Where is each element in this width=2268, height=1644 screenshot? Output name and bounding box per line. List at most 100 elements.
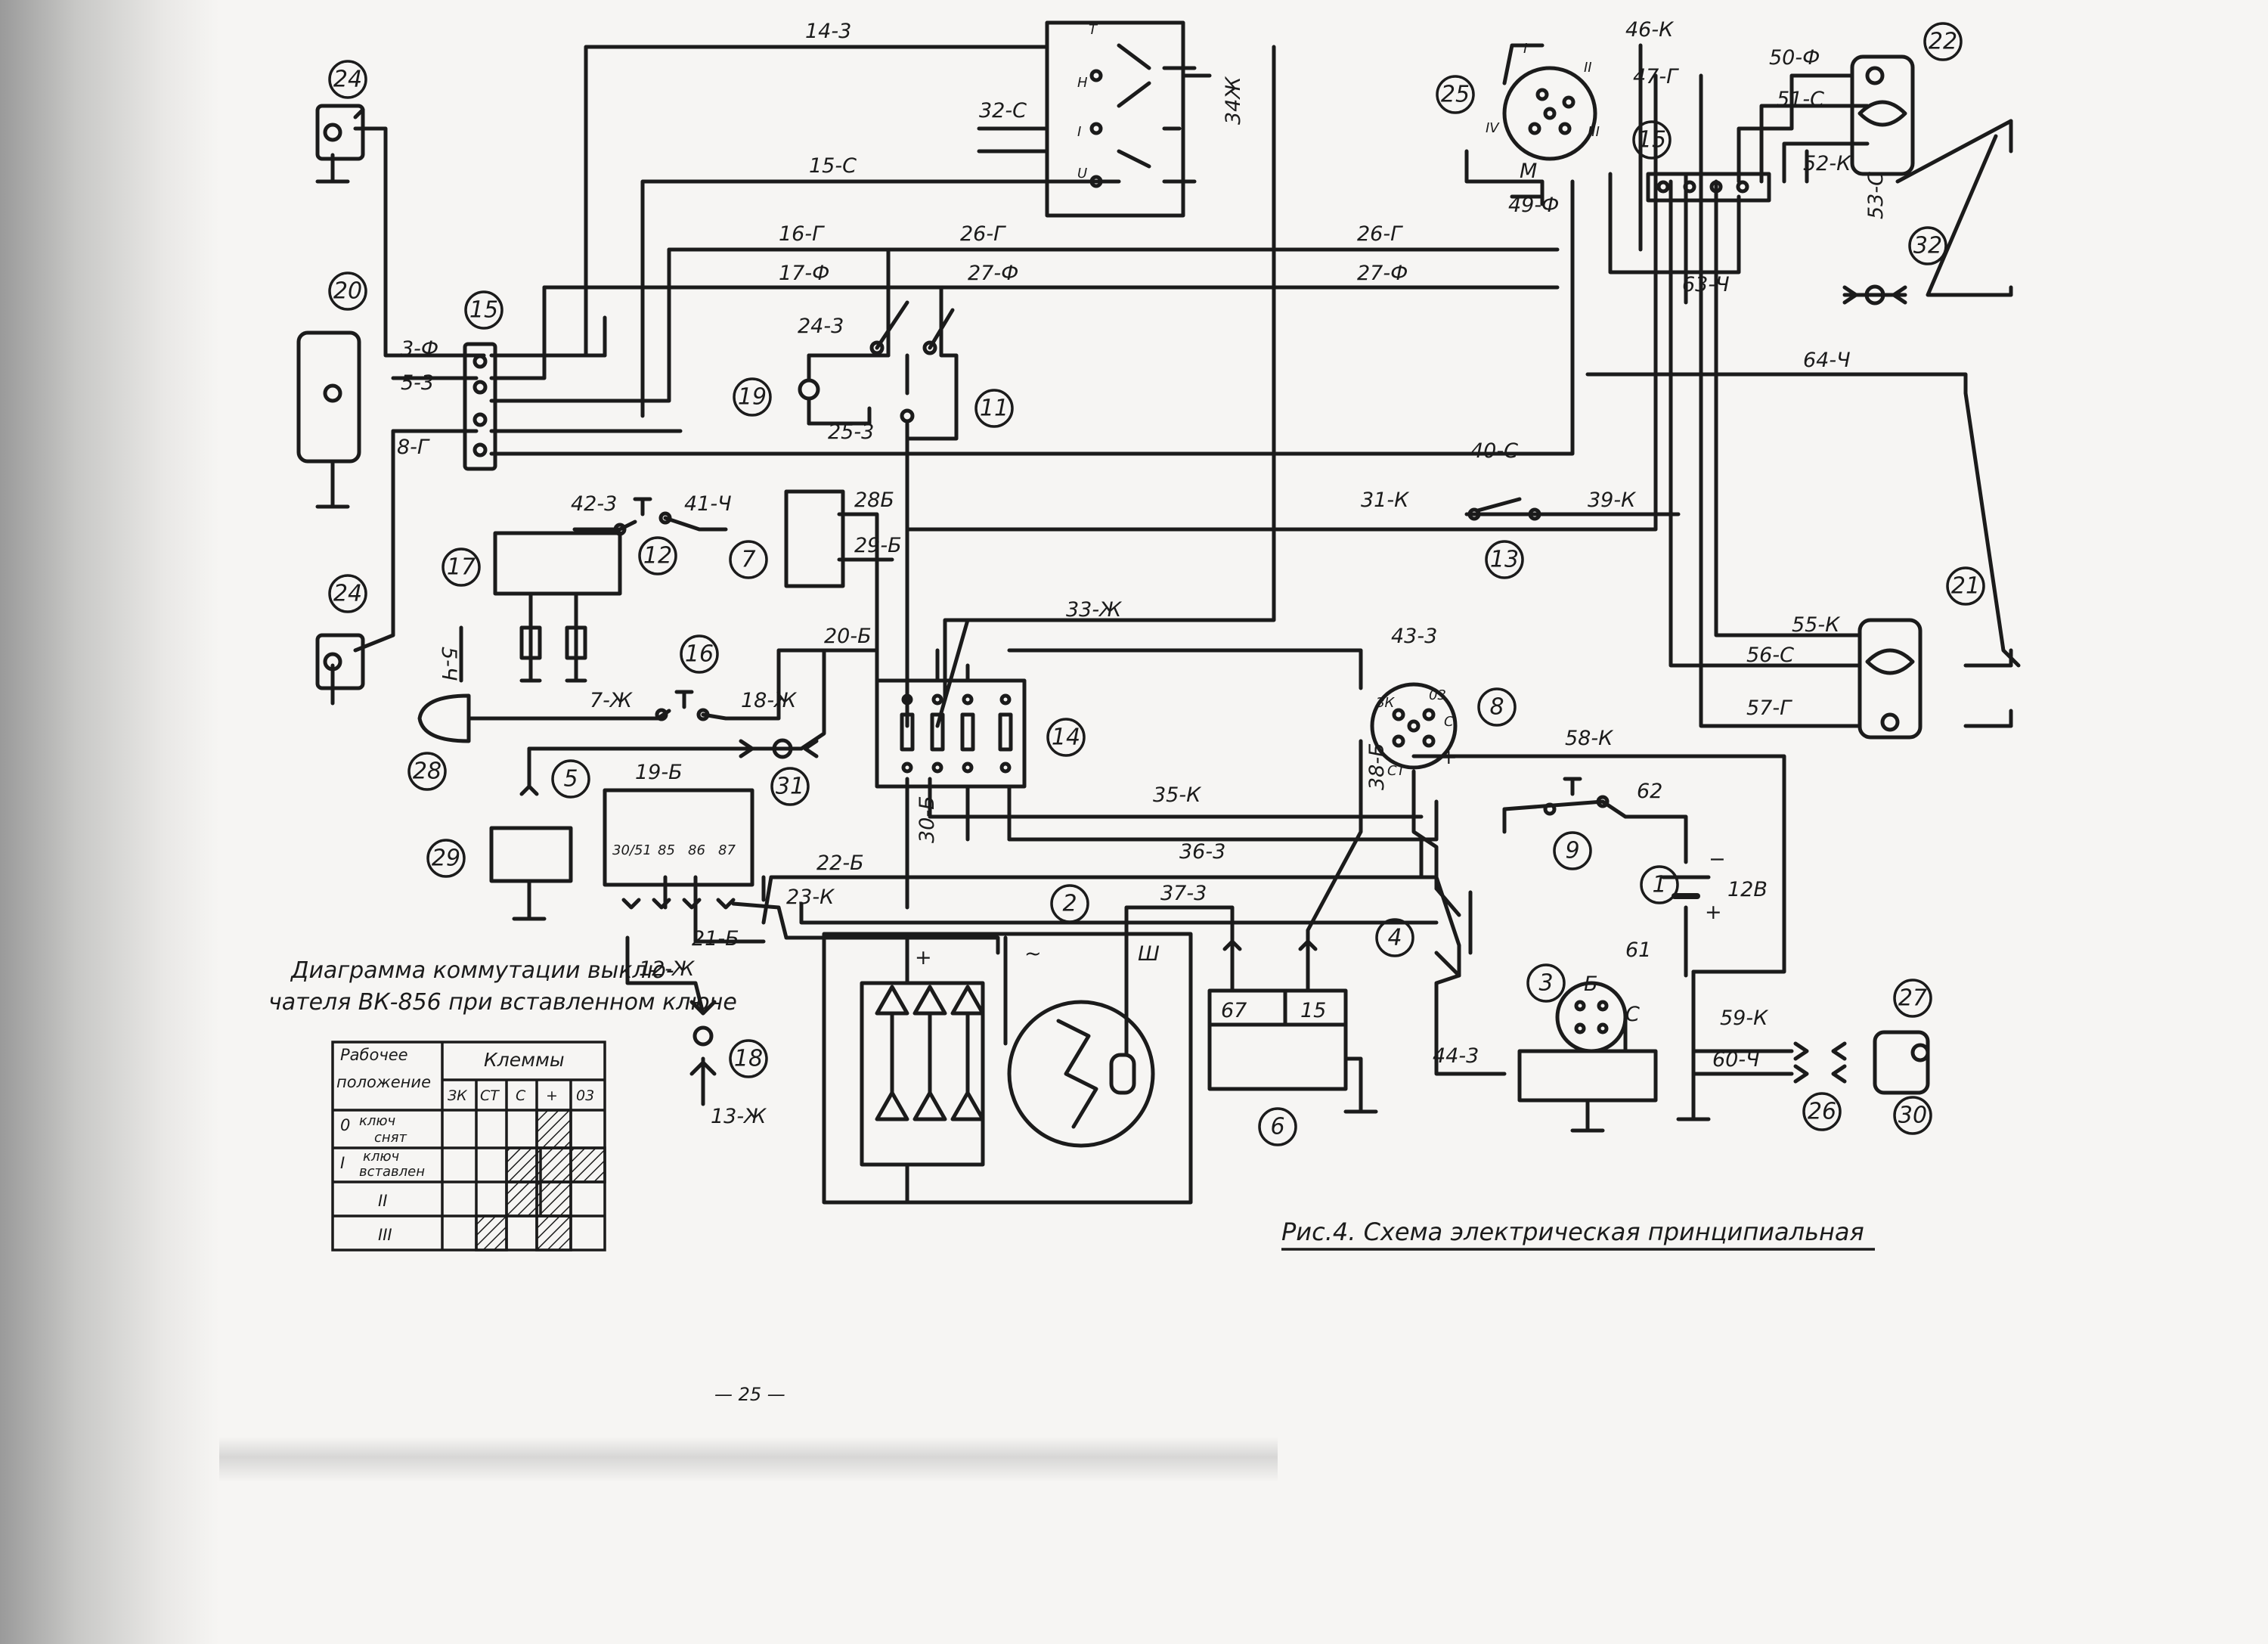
wire-label: 34Ж [1222,76,1245,125]
regulator-6 [1207,939,1378,1114]
table-row-3: III [378,1226,392,1244]
lamp-21 [1857,618,1923,740]
num-7: 7 [741,547,755,573]
terminal-label: H [1077,75,1088,91]
table-terminal-03: 03 [576,1087,594,1104]
wire-label: 43-3 [1391,625,1437,648]
wire-label: 31-К [1361,489,1410,512]
wire-label: 5-3 [401,371,434,395]
wire-label: 24-3 [798,315,844,338]
wire-label: 38-Б [1365,743,1389,790]
num-8: 8 [1489,694,1504,721]
num-18: 18 [734,1046,763,1072]
wire-label: 50-Ф [1769,46,1820,70]
hatched-cells [475,1109,606,1252]
wire-label: 33-Ж [1066,598,1122,622]
wire-label: 17-Ф [779,262,829,285]
wire-labels: 14-3 15-С 16-Г 17-Ф 26-Г 27-Ф 26-Г 27-Ф … [397,18,1888,1128]
wire-label: 35-К [1153,783,1202,807]
table-header-position-2: положение [336,1073,431,1091]
num-1: 1 [1652,872,1666,898]
wire-label: 55-К [1792,613,1841,637]
num-2: 2 [1062,891,1077,917]
table-row-0: 0 [340,1116,350,1134]
switch-12 [613,497,672,536]
switch-11 [869,300,955,423]
terminal-label: M [1520,160,1537,183]
wire-label: 7-Ж [590,689,633,712]
wire-label: 63-Ч [1682,273,1730,296]
num-25: 25 [1441,82,1470,108]
lamp-19 [798,353,820,426]
terminal-label: + [915,946,932,969]
wire-label: 5-Ч [437,647,460,681]
battery-1 [1661,875,1711,899]
wire-label: 49-Ф [1508,194,1559,217]
terminal-label: 12В [1727,878,1768,901]
wire-label: 64-Ч [1803,349,1851,372]
block-17 [493,531,622,683]
table-header-position-1: Рабочее [340,1046,408,1064]
wire-label: 16-Г [779,222,825,246]
wire-label: 27-Ф [1357,262,1408,285]
wire-label: 51-С [1777,88,1824,111]
wire-label: 62 [1637,780,1662,803]
page-number: — 25 — [714,1384,785,1405]
terminal-label: III [1588,124,1600,140]
wire-label: 22-Б [816,851,864,875]
lamp-27-30 [1793,1030,1930,1095]
scan-shadow-bottom [219,1437,1278,1482]
switch-25 [1502,43,1597,161]
relay-block [603,788,754,910]
terminal-label: С [1625,1003,1640,1026]
connector-15-right [1646,172,1771,203]
switch-4 [1434,886,1473,978]
num-32: 32 [1913,233,1942,259]
num-30: 30 [1898,1103,1927,1129]
terminal-label: I [1523,41,1527,57]
table-terminal-st: СТ [480,1087,500,1104]
commutation-diagram: Диаграмма коммутации выклю- чателя ВК-85… [268,957,737,1252]
wire-label: 23-К [786,886,835,909]
wire-label: 32-С [979,99,1027,123]
table-header-terminals: Клеммы [484,1049,565,1071]
horn-28 [417,625,471,743]
terminal-label: ~ [1024,942,1042,966]
wire-label: 8-Г [397,436,430,459]
terminal-label: − [1709,848,1726,871]
table-row-1-note-1: ключ [363,1149,399,1165]
wire-label: 37-3 [1160,882,1207,905]
num-26: 26 [1808,1099,1836,1125]
terminal-label: 67 [1221,999,1247,1022]
num-16: 16 [685,641,714,668]
fuse-box-14 [875,678,1027,789]
lamp-18 [689,1000,717,1076]
wire-label: 59-К [1720,1007,1769,1030]
terminal-label: I [1077,124,1081,140]
terminal-label: + [1440,746,1458,769]
wire-label: 12-Ж [639,957,695,981]
wire-label: 46-К [1625,18,1675,42]
terminal-label: 15 [1300,999,1326,1022]
wire-label: 53-С [1864,172,1888,219]
terminal-label: 86 [688,842,705,858]
scan-shadow-left [0,0,219,1644]
num-24-top: 24 [333,67,362,93]
table-terminal-plus: + [546,1087,558,1104]
terminal-label: С [1444,714,1454,730]
wire-label: 56-С [1746,644,1794,667]
terminal-label: Ш [1138,942,1160,966]
table-row-0-note-1: ключ [359,1113,395,1129]
wire-label: 3-Ф [401,337,438,361]
table-terminal-zk: ЗК [448,1087,468,1104]
wire-label: 30-Б [916,796,939,843]
wires [330,43,2021,1106]
num-21: 21 [1951,573,1980,600]
num-31: 31 [776,774,804,800]
switch-9 [1543,777,1610,816]
lamp-32 [1842,284,1907,306]
starter-3 [1517,981,1711,1133]
components [296,20,2013,1205]
num-19: 19 [738,384,767,411]
wire-label: 60-Ч [1712,1048,1760,1072]
